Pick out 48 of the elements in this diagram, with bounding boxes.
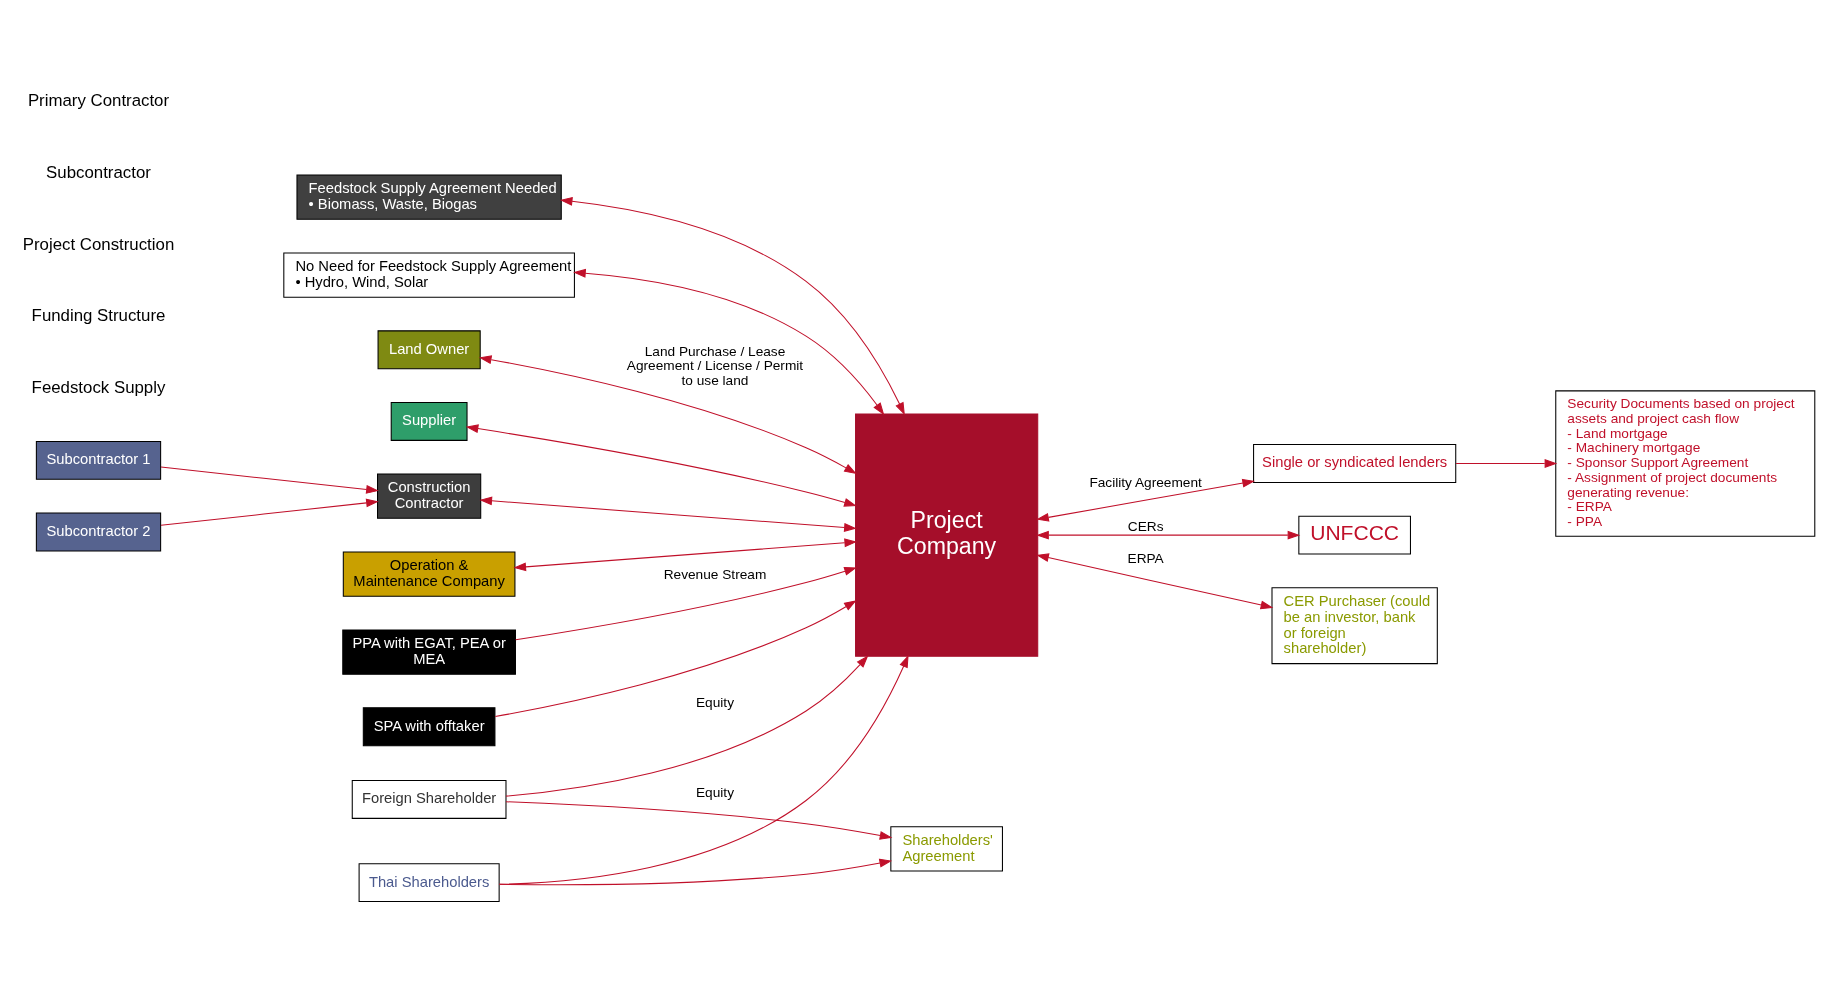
- node-box: Subcontractor 2: [35, 512, 161, 551]
- arrow: [498, 858, 892, 885]
- node-box: Security Documents based on project assets and project cash flow - Land mortgage - Machinery mortgage - Sponsor Support Agreement - Assignment of project documents generating revenue: - ERPA - PPA: [1554, 389, 1815, 537]
- node-box: Construction Contractor: [376, 473, 481, 519]
- node-box: SPA with offtaker: [362, 706, 495, 746]
- arrow: [498, 654, 909, 885]
- arrow: [478, 354, 857, 474]
- edge-label: CERs: [1127, 518, 1163, 534]
- label: Primary Contractor: [27, 90, 169, 110]
- node-box: Subcontractor 1: [35, 440, 161, 480]
- node-box: Supplier: [390, 401, 468, 441]
- arrow: [514, 566, 857, 640]
- node-box: Thai Shareholders: [358, 862, 500, 902]
- arrow: [159, 466, 379, 494]
- arrow: [559, 196, 905, 415]
- arrow: [465, 423, 857, 507]
- arrow: [478, 495, 857, 532]
- edge-label: ERPA: [1127, 550, 1164, 566]
- edge-label: Equity: [695, 784, 734, 800]
- arrow: [1035, 530, 1300, 540]
- node-box: Feedstock Supply Agreement Needed • Biomass, Waste, Biogas: [295, 174, 562, 220]
- node-box: No Need for Feedstock Supply Agreement • Hydro, Wind, Solar: [282, 251, 575, 298]
- edge-label: Revenue Stream: [663, 566, 766, 582]
- arrow: [572, 268, 884, 415]
- edge-label: Equity: [695, 694, 734, 710]
- node-box: UNFCCC: [1297, 515, 1411, 555]
- node-box: Foreign Shareholder: [351, 779, 506, 819]
- node-box: Operation & Maintenance Company: [342, 550, 515, 597]
- edge-label: Land Purchase / Lease Agreement / License / Permit to use land: [626, 343, 803, 388]
- edge-label: Facility Agreement: [1088, 474, 1202, 490]
- node-box: Shareholders' Agreement: [889, 825, 1003, 872]
- arrow: [159, 498, 379, 526]
- arrow: [505, 800, 892, 840]
- label: Funding Structure: [31, 305, 165, 325]
- node-box: CER Purchaser (could be an investor, bank or foreign shareholder): [1270, 586, 1438, 664]
- node-box: PPA with EGAT, PEA or MEA: [341, 628, 516, 675]
- arrow: [1455, 458, 1557, 468]
- arrow: [505, 654, 868, 797]
- label: Project Construction: [22, 234, 174, 254]
- label: Subcontractor: [45, 162, 151, 182]
- label: Feedstock Supply: [31, 377, 165, 397]
- arrow: [1035, 552, 1273, 609]
- node-box: Project Company: [854, 413, 1038, 657]
- node-box: Land Owner: [377, 329, 481, 369]
- arrow: [494, 599, 857, 717]
- arrow: [1035, 478, 1255, 522]
- arrow: [512, 537, 857, 571]
- node-box: Single or syndicated lenders: [1252, 443, 1456, 483]
